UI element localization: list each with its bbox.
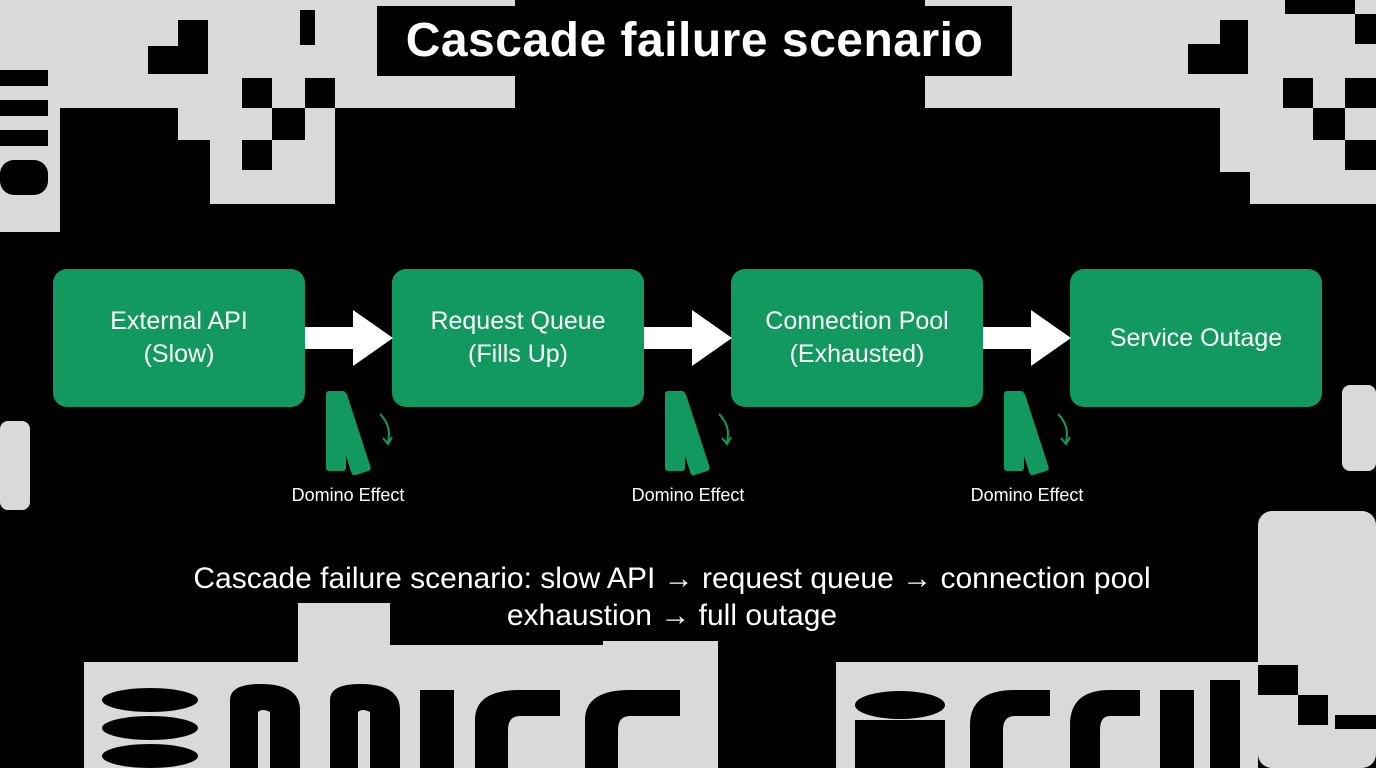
domino-icon	[1004, 391, 1071, 476]
node-label-line2: (Exhausted)	[789, 340, 925, 368]
node-connection-pool: Connection Pool (Exhausted)	[731, 269, 983, 407]
node-label-line2: (Fills Up)	[468, 340, 568, 368]
page-title: Cascade failure scenario	[377, 6, 1012, 76]
node-label-line1: Request Queue	[430, 307, 606, 335]
node-service-outage: Service Outage	[1070, 269, 1322, 407]
caption: Cascade failure scenario: slow API → req…	[100, 560, 1244, 634]
domino-icon	[326, 391, 393, 476]
node-label-line1: External API	[110, 307, 248, 335]
node-request-queue: Request Queue (Fills Up)	[392, 269, 644, 407]
edge-label: Domino Effect	[970, 485, 1084, 505]
node-label-line2: (Slow)	[143, 340, 215, 368]
node-label-line1: Service Outage	[1109, 323, 1283, 352]
domino-icon	[665, 391, 732, 476]
edge-label: Domino Effect	[631, 485, 745, 505]
node-external-api: External API (Slow)	[53, 269, 305, 407]
arrow-right-icon	[644, 310, 732, 366]
caption-line1: Cascade failure scenario: slow API → req…	[193, 562, 1151, 595]
arrow-right-icon	[305, 310, 393, 366]
arrow-right-icon	[983, 310, 1071, 366]
node-label-line1: Connection Pool	[765, 307, 949, 335]
caption-line2: exhaustion → full outage	[506, 599, 838, 632]
edge-label: Domino Effect	[291, 485, 405, 505]
